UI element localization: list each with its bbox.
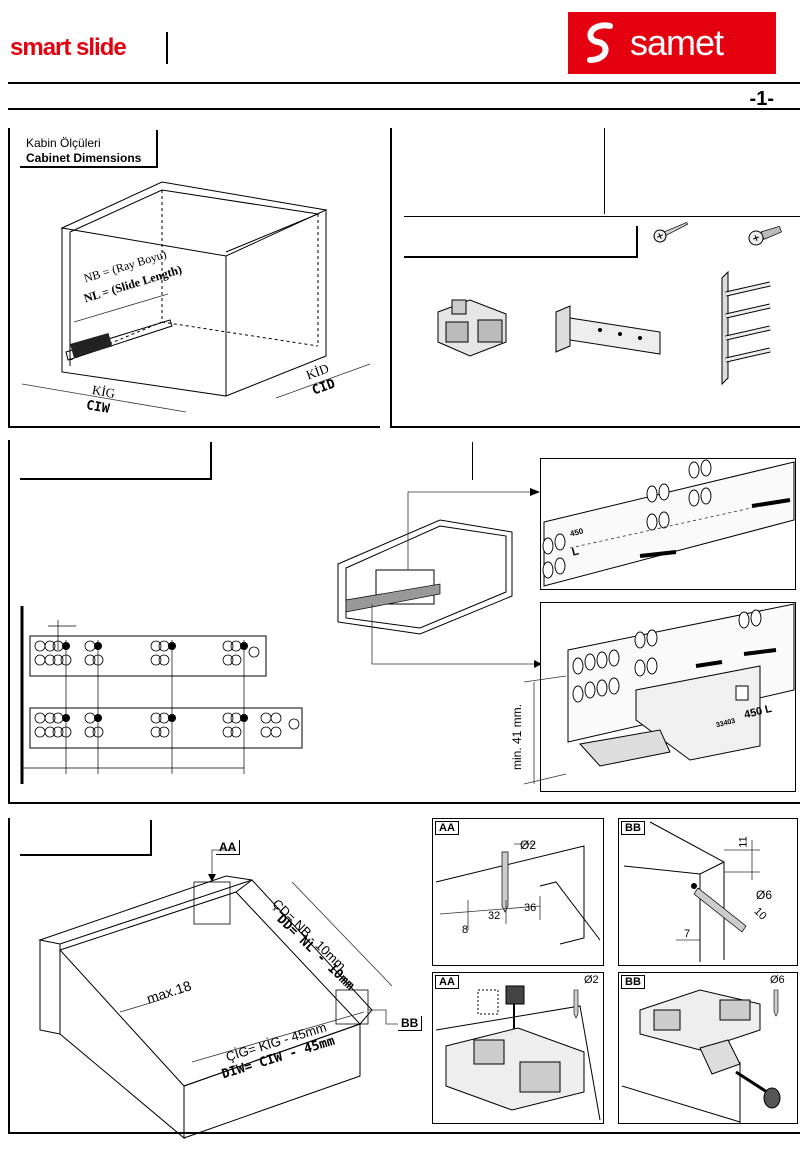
detail-bb2-diameter: Ø6 [770, 974, 785, 986]
mount-title-box [20, 442, 212, 480]
detail-aa-dim-36: 36 [524, 902, 537, 914]
detail-aa-dim-32: 32 [488, 910, 501, 922]
mount-divider [472, 442, 473, 480]
cabinet-title-tr: Kabin Ölçüleri [26, 136, 101, 150]
brand-divider [166, 32, 168, 64]
rear-bracket-icon [555, 305, 661, 355]
samet-logo-swirl-icon [587, 22, 613, 63]
detail-aa-dim-8: 8 [462, 924, 469, 936]
page-number: -1- [749, 88, 774, 110]
parts-rule [404, 216, 800, 217]
bb-callout: BB [398, 1016, 423, 1031]
detail-aa-tag: AA [435, 821, 459, 835]
drawer-title-box [20, 820, 152, 856]
parts-panel-left-rule [390, 128, 392, 428]
screw-icon [653, 221, 689, 243]
cabinet-panel-bottom [8, 426, 380, 428]
euro-screw-icon [748, 225, 782, 246]
parts-panel-bottom [390, 426, 800, 428]
detail-aa2-diameter: Ø2 [584, 974, 599, 986]
cabinet-title-box [20, 130, 158, 168]
samet-logo-text: samet [630, 22, 724, 63]
header-rule-bottom [8, 108, 800, 110]
detail-bb-tag: BB [621, 821, 645, 835]
detail-bb-diameter: Ø6 [756, 888, 773, 902]
brand-smart-slide: smart slide [10, 34, 127, 61]
drawer-panel-left-rule [8, 818, 10, 1134]
locking-device-icon [437, 299, 507, 357]
parts-divider [604, 128, 605, 214]
detail-bb-drilling: BB [618, 818, 798, 966]
parts-title-box [404, 226, 638, 258]
cabinet-title-en: Cabinet Dimensions [26, 151, 142, 165]
bracket-strip-icon [721, 270, 771, 386]
mount-panel-bottom [8, 802, 800, 804]
mount-panel-left-rule [8, 440, 10, 804]
header-rule-top [8, 82, 800, 84]
aa-callout: AA [216, 840, 241, 855]
detail-bb2-tag: BB [621, 975, 645, 989]
detail-aa2-tag: AA [435, 975, 459, 989]
drawer-panel-bottom [8, 1132, 800, 1134]
detail-bb-dim-7: 7 [684, 928, 691, 940]
detail-aa-drilling: AA [432, 818, 604, 966]
detail-aa-diameter: Ø2 [520, 838, 537, 852]
